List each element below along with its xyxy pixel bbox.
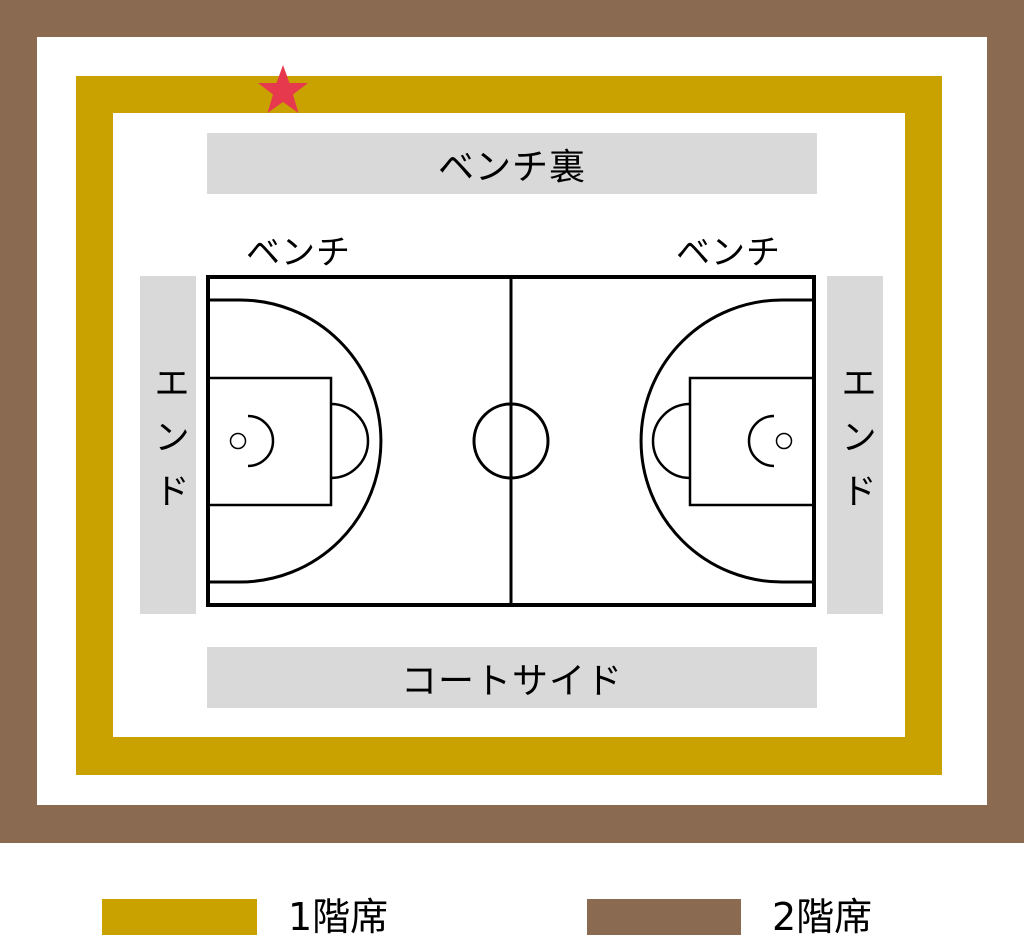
- hoop-right: [775, 432, 793, 450]
- zone-end-left: エンド: [140, 276, 196, 614]
- bench-left-label: ベンチ: [246, 233, 351, 273]
- zone-courtside: コートサイド: [207, 647, 817, 708]
- star-icon: [258, 65, 308, 113]
- three-point-line-left: [208, 298, 383, 584]
- legend-swatch-second-floor: [587, 899, 741, 935]
- zone-bench-back: ベンチ裏: [207, 133, 817, 194]
- zone-bench-back-label: ベンチ裏: [437, 146, 586, 188]
- restricted-arc-right: [747, 414, 775, 468]
- key-right: [688, 376, 816, 507]
- bench-right-label: ベンチ: [676, 233, 781, 273]
- key-left: [206, 376, 333, 507]
- zone-end-left-label: エンド: [148, 364, 189, 526]
- free-throw-arc-right: [651, 402, 691, 480]
- three-point-line-right: [639, 298, 814, 584]
- restricted-arc-left: [247, 414, 275, 468]
- zone-end-right: エンド: [827, 276, 883, 614]
- zone-end-right-label: エンド: [835, 364, 876, 526]
- legend-label-first-floor: 1階席: [288, 895, 389, 939]
- legend-swatch-first-floor: [102, 899, 257, 935]
- hoop-left: [229, 432, 247, 450]
- center-circle: [472, 402, 550, 480]
- zone-courtside-label: コートサイド: [400, 660, 623, 702]
- legend-label-second-floor: 2階席: [772, 895, 873, 939]
- free-throw-arc-left: [330, 402, 370, 480]
